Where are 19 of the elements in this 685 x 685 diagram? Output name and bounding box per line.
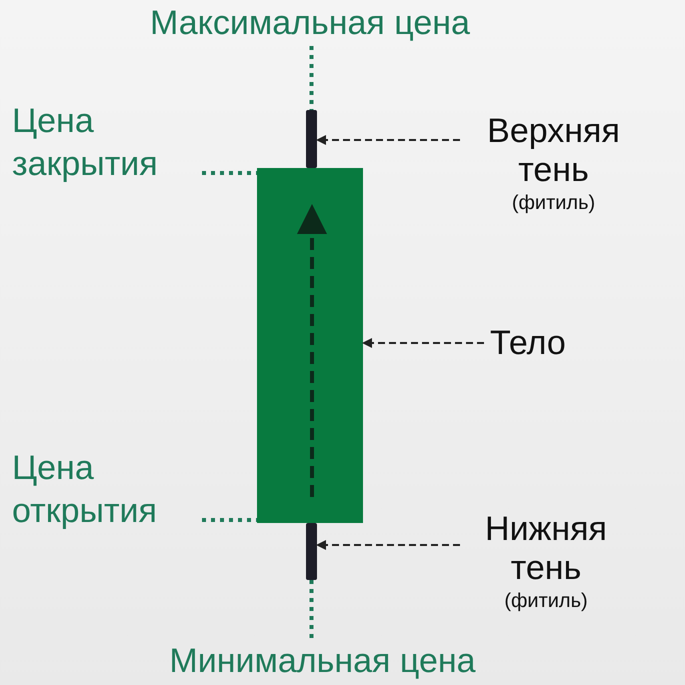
part-label: Нижняя тень — [484, 510, 608, 588]
leader-line — [310, 46, 314, 110]
arrow — [362, 338, 484, 348]
price-label: Минимальная цена — [130, 640, 515, 682]
leader-line — [202, 518, 257, 522]
price-label: Цена закрытия — [12, 100, 202, 190]
part-label: Верхняя тень — [486, 112, 621, 190]
leader-line — [310, 580, 314, 638]
lower-wick — [306, 523, 317, 580]
leader-line — [202, 171, 257, 175]
price-label: Максимальная цена — [135, 2, 485, 44]
part-label: Тело — [490, 322, 590, 366]
candle-body — [257, 168, 363, 523]
upper-wick — [306, 110, 317, 168]
arrow — [316, 135, 460, 145]
price-label: Цена открытия — [12, 447, 202, 537]
note-label: (фитиль) — [504, 589, 588, 614]
arrow — [316, 540, 460, 550]
note-label: (фитиль) — [512, 191, 596, 216]
